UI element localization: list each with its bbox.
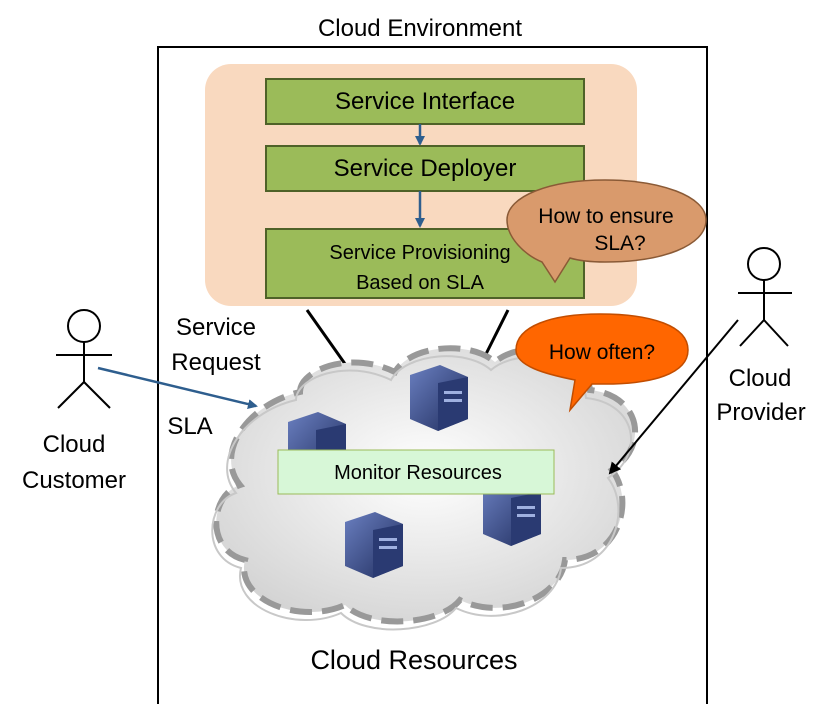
cloud-resources-label: Cloud Resources (310, 645, 517, 675)
provider-monitor-arrow (608, 319, 739, 475)
customer-label-2: Customer (22, 467, 126, 494)
server-icon (410, 365, 468, 431)
customer-actor-icon (56, 309, 112, 409)
environment-boundary (157, 46, 708, 704)
service-provisioning-label-2: Based on SLA (356, 272, 485, 294)
ensure-sla-text-2: SLA? (594, 232, 645, 255)
customer-request-arrow (97, 366, 258, 409)
provider-actor-icon (738, 247, 792, 347)
ensure-sla-text-1: How to ensure (538, 205, 673, 228)
service-request-label-2: Request (171, 349, 261, 376)
service-deployer-box (265, 145, 585, 192)
provider-label-1: Cloud (729, 365, 792, 392)
monitor-resources-label: Monitor Resources (334, 462, 502, 484)
monitor-resources-box (277, 449, 555, 495)
provider-label-2: Provider (716, 399, 805, 426)
service-deployer-label: Service Deployer (334, 155, 517, 182)
customer-label-1: Cloud (43, 431, 106, 458)
environment-title: Cloud Environment (318, 15, 522, 42)
server-icon (345, 512, 403, 578)
how-often-text: How often? (549, 341, 655, 364)
server-icon (483, 480, 541, 546)
service-request-label-1: Service (176, 314, 256, 341)
service-interface-box (265, 78, 585, 125)
service-interface-label: Service Interface (335, 88, 515, 115)
ensure-sla-callout (506, 179, 707, 284)
how-often-callout (515, 313, 689, 413)
service-provisioning-label-1: Service Provisioning (329, 242, 510, 264)
sla-label: SLA (167, 413, 212, 440)
